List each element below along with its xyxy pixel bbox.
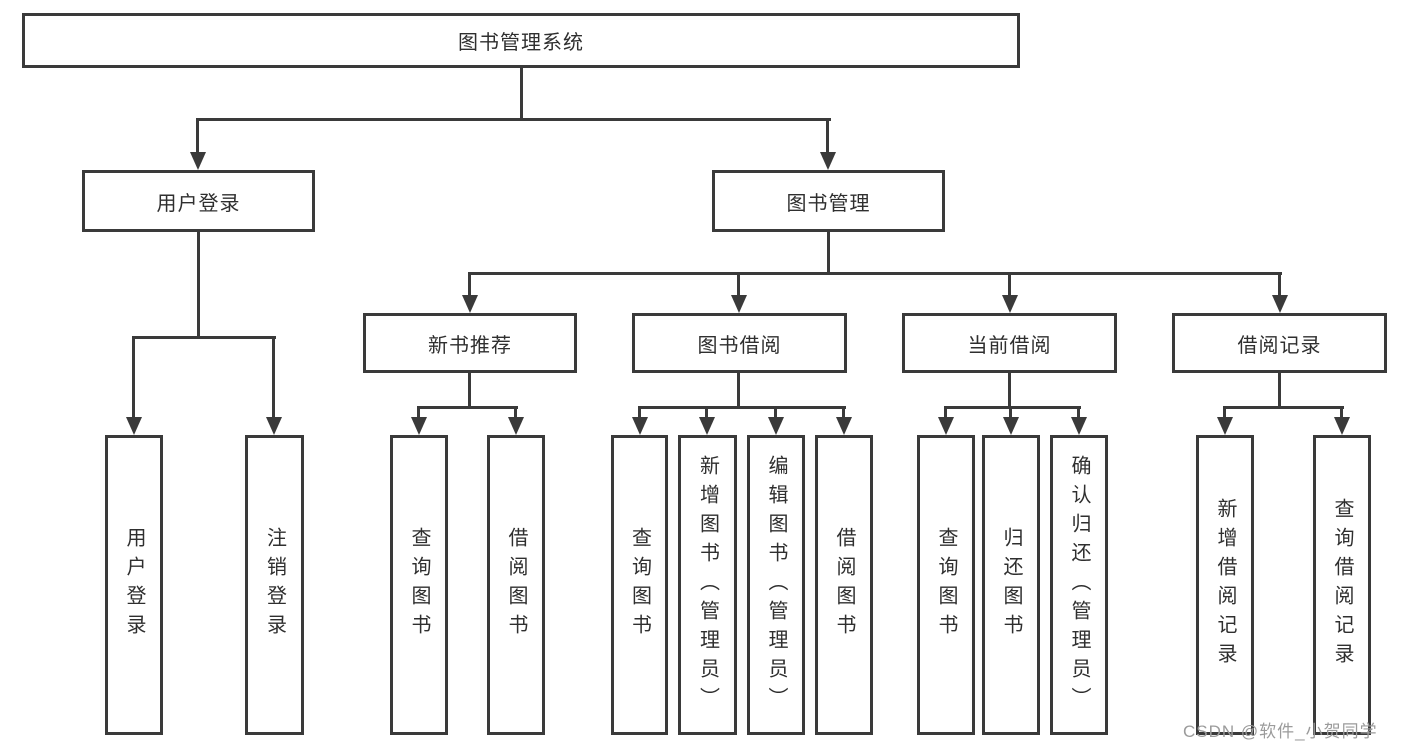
connector-bb-stem xyxy=(737,373,740,406)
leaf-nbr-query-books: 查询图书 xyxy=(390,435,448,735)
node-user-login-label: 用户登录 xyxy=(156,192,241,215)
connector-nbr-rail xyxy=(417,406,518,409)
arrow-down-icon xyxy=(411,417,427,435)
leaf-nbr-query-books-label: 查询图书 xyxy=(408,527,430,643)
arrow-down-icon xyxy=(699,417,715,435)
connector-bookmgmt-drop-2 xyxy=(737,272,740,295)
leaf-bb-add-books-admin: 新增图书（管理员） xyxy=(678,435,737,735)
leaf-cb-return-books: 归还图书 xyxy=(982,435,1040,735)
connector-userlogin-drop-1 xyxy=(132,336,135,417)
connector-nbr-drop-2 xyxy=(514,406,517,417)
node-book-management: 图书管理 xyxy=(712,170,945,232)
arrow-down-icon xyxy=(1217,417,1233,435)
arrow-down-icon xyxy=(768,417,784,435)
connector-bb-rail xyxy=(638,406,846,409)
arrow-down-icon xyxy=(731,295,747,313)
connector-br-drop-1 xyxy=(1223,406,1226,417)
connector-nbr-drop-1 xyxy=(417,406,420,417)
csdn-watermark: CSDN @软件_小贺同学 xyxy=(1183,722,1378,741)
node-root-label: 图书管理系统 xyxy=(458,32,584,54)
leaf-bb-add-books-admin-label: 新增图书（管理员） xyxy=(696,454,719,716)
node-current-borrow-label: 当前借阅 xyxy=(967,334,1052,357)
node-borrow-records: 借阅记录 xyxy=(1172,313,1387,373)
connector-bookmgmt-rail xyxy=(468,272,1282,275)
leaf-cb-return-books-label: 归还图书 xyxy=(1000,527,1022,643)
connector-root-stem xyxy=(520,68,523,118)
node-book-borrow-label: 图书借阅 xyxy=(697,334,782,357)
node-user-login: 用户登录 xyxy=(82,170,315,232)
node-new-book-recommend: 新书推荐 xyxy=(363,313,577,373)
connector-br-drop-2 xyxy=(1340,406,1343,417)
leaf-bb-edit-books-admin: 编辑图书（管理员） xyxy=(747,435,805,735)
leaf-bb-query-books: 查询图书 xyxy=(611,435,668,735)
connector-cb-drop-2 xyxy=(1009,406,1012,417)
connector-bb-drop-2 xyxy=(705,406,708,417)
connector-br-rail xyxy=(1223,406,1344,409)
leaf-logout-label: 注销登录 xyxy=(263,527,286,643)
leaf-cb-confirm-return-admin-label: 确认归还（管理员） xyxy=(1068,454,1090,716)
node-current-borrow: 当前借阅 xyxy=(902,313,1117,373)
connector-br-stem xyxy=(1278,373,1281,406)
connector-bb-drop-1 xyxy=(638,406,641,417)
connector-userlogin-drop-2 xyxy=(272,336,275,417)
connector-cb-rail xyxy=(944,406,1081,409)
arrow-down-icon xyxy=(1334,417,1350,435)
connector-userlogin-rail xyxy=(133,336,276,339)
connector-cb-stem xyxy=(1008,373,1011,406)
connector-bookmgmt-drop-1 xyxy=(468,272,471,295)
arrow-down-icon xyxy=(1071,417,1087,435)
leaf-user-login: 用户登录 xyxy=(105,435,163,735)
arrow-down-icon xyxy=(820,152,836,170)
leaf-br-add-record-label: 新增借阅记录 xyxy=(1214,498,1236,672)
node-book-management-label: 图书管理 xyxy=(786,192,871,215)
connector-bookmgmt-drop-3 xyxy=(1008,272,1011,295)
connector-bookmgmt-stem xyxy=(827,232,830,272)
node-book-borrow: 图书借阅 xyxy=(632,313,847,373)
connector-userlogin-stem xyxy=(197,232,200,336)
leaf-bb-borrow-books: 借阅图书 xyxy=(815,435,873,735)
connector-bookmgmt-drop-4 xyxy=(1278,272,1281,295)
connector-root-drop-right xyxy=(826,118,829,154)
arrow-down-icon xyxy=(1272,295,1288,313)
arrow-down-icon xyxy=(1003,417,1019,435)
leaf-cb-query-books: 查询图书 xyxy=(917,435,975,735)
leaf-logout: 注销登录 xyxy=(245,435,304,735)
leaf-br-add-record: 新增借阅记录 xyxy=(1196,435,1254,735)
leaf-bb-borrow-books-label: 借阅图书 xyxy=(833,527,855,643)
connector-bb-drop-4 xyxy=(842,406,845,417)
arrow-down-icon xyxy=(836,417,852,435)
connector-root-drop-left xyxy=(196,118,199,154)
leaf-br-query-record: 查询借阅记录 xyxy=(1313,435,1371,735)
leaf-br-query-record-label: 查询借阅记录 xyxy=(1331,498,1353,672)
arrow-down-icon xyxy=(266,417,282,435)
leaf-nbr-borrow-books-label: 借阅图书 xyxy=(505,527,527,643)
arrow-down-icon xyxy=(462,295,478,313)
arrow-down-icon xyxy=(1002,295,1018,313)
connector-bb-drop-3 xyxy=(774,406,777,417)
leaf-cb-query-books-label: 查询图书 xyxy=(935,527,957,643)
arrow-down-icon xyxy=(938,417,954,435)
leaf-bb-query-books-label: 查询图书 xyxy=(628,527,651,643)
arrow-down-icon xyxy=(126,417,142,435)
connector-cb-drop-3 xyxy=(1077,406,1080,417)
leaf-cb-confirm-return-admin: 确认归还（管理员） xyxy=(1050,435,1108,735)
leaf-nbr-borrow-books: 借阅图书 xyxy=(487,435,545,735)
node-borrow-records-label: 借阅记录 xyxy=(1237,334,1322,357)
node-root: 图书管理系统 xyxy=(22,13,1020,68)
connector-cb-drop-1 xyxy=(944,406,947,417)
arrow-down-icon xyxy=(632,417,648,435)
arrow-down-icon xyxy=(190,152,206,170)
leaf-bb-edit-books-admin-label: 编辑图书（管理员） xyxy=(765,454,787,716)
connector-nbr-stem xyxy=(468,373,471,406)
connector-root-rail xyxy=(197,118,831,121)
node-new-book-recommend-label: 新书推荐 xyxy=(428,334,512,357)
arrow-down-icon xyxy=(508,417,524,435)
leaf-user-login-label: 用户登录 xyxy=(123,527,145,643)
